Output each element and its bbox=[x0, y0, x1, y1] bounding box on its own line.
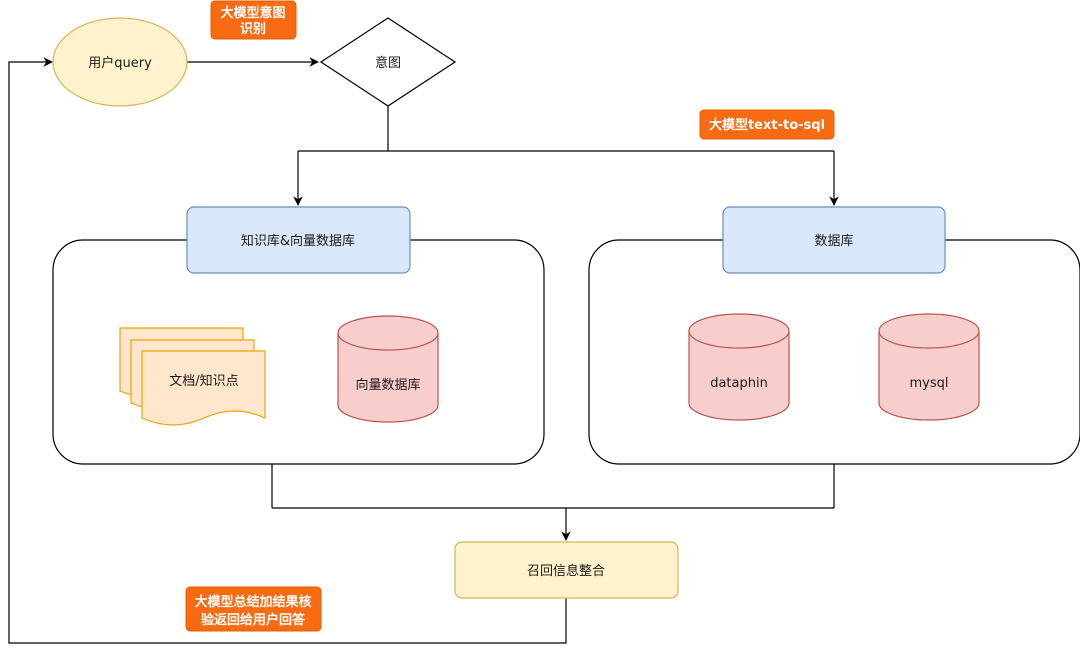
vector-db-body bbox=[337, 333, 439, 423]
kb-header-label: 知识库&向量数据库 bbox=[241, 233, 355, 249]
edge-return-loop bbox=[8, 57, 567, 644]
vector-db-cylinder bbox=[337, 315, 439, 423]
dataphin-cylinder bbox=[688, 313, 790, 421]
user-query-ellipse bbox=[52, 17, 188, 107]
tag-intent-recognition-line2: 识别 bbox=[240, 22, 266, 37]
tag-intent-recognition-line1: 大模型意图 bbox=[220, 5, 285, 21]
intent-label: 意图 bbox=[375, 55, 401, 71]
doc-knowledge-label: 文档/知识点 bbox=[169, 373, 238, 389]
vector-db-label: 向量数据库 bbox=[355, 377, 420, 393]
db-header-label: 数据库 bbox=[814, 233, 853, 249]
connectors bbox=[8, 57, 839, 644]
dataphin-label: dataphin bbox=[710, 376, 768, 391]
doc-stack-front bbox=[141, 350, 266, 426]
doc-stack-icon bbox=[119, 327, 266, 426]
kb-header-box bbox=[186, 206, 411, 274]
recall-merge-label: 召回信息整合 bbox=[527, 563, 605, 579]
dataphin-top bbox=[688, 313, 790, 349]
tag-summarize: 大模型总结加结果核 验返回给用户回答 bbox=[185, 586, 322, 632]
tag-text-to-sql-box bbox=[699, 109, 835, 140]
mysql-top bbox=[878, 313, 980, 349]
tag-text-to-sql-label: 大模型text-to-sql bbox=[709, 117, 825, 133]
tag-text-to-sql: 大模型text-to-sql bbox=[699, 109, 835, 140]
intent-node: 意图 bbox=[319, 17, 457, 107]
mysql-cylinder bbox=[878, 313, 980, 421]
vector-db-top bbox=[337, 315, 439, 351]
db-container-box bbox=[588, 239, 1080, 465]
dataphin-body bbox=[688, 331, 790, 421]
mysql-label: mysql bbox=[910, 376, 949, 391]
mysql-body bbox=[878, 331, 980, 421]
tag-summarize-line2: 验返回给用户回答 bbox=[201, 612, 306, 628]
db-header-box bbox=[722, 206, 946, 274]
user-query-label: 用户query bbox=[88, 55, 152, 71]
tag-intent-recognition: 大模型意图 识别 bbox=[210, 0, 297, 40]
tag-intent-recognition-box bbox=[210, 0, 297, 40]
kb-container: 知识库&向量数据库 文档/知识点 向量数据库 bbox=[52, 206, 545, 465]
recall-merge-box bbox=[454, 541, 679, 599]
user-query-node: 用户query bbox=[52, 17, 188, 107]
tag-summarize-line1: 大模型总结加结果核 bbox=[194, 594, 311, 610]
db-container: 数据库 dataphin mysql bbox=[588, 206, 1080, 465]
recall-merge-node: 召回信息整合 bbox=[454, 541, 679, 599]
tag-summarize-box bbox=[185, 586, 322, 632]
intent-diamond bbox=[319, 17, 457, 107]
